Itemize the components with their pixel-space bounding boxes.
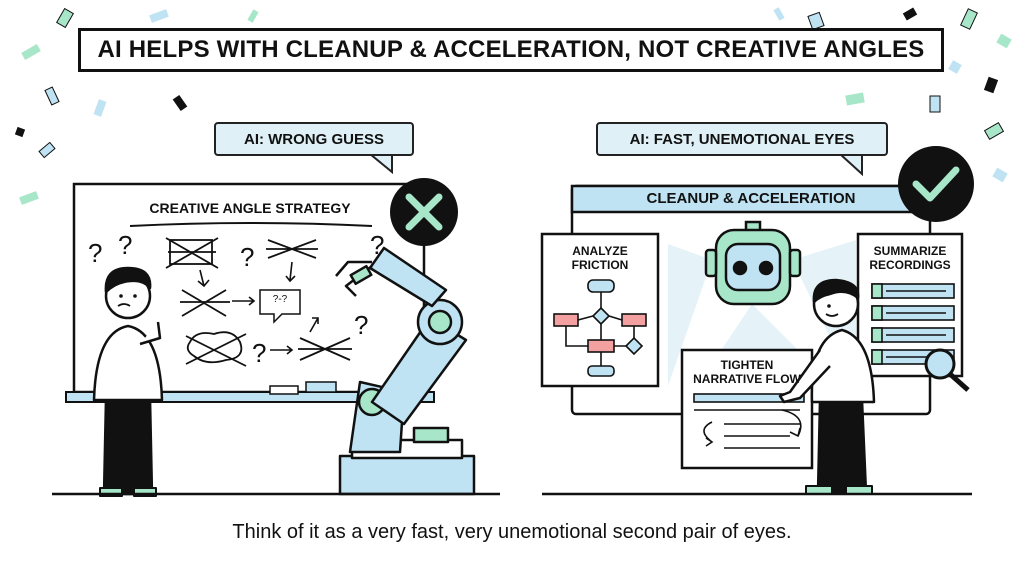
analyze-label: ANALYZE FRICTION [571, 244, 629, 272]
board-arrows [197, 261, 319, 355]
svg-text:?: ? [354, 310, 368, 340]
board-title-underline [129, 222, 373, 227]
window-titlebar [570, 184, 932, 214]
board-title: CREATIVE ANGLE STRATEGY [149, 200, 351, 216]
crossed-notes [165, 237, 352, 367]
note-text: ?-? [272, 294, 288, 305]
tighten-label: TIGHTEN NARRATIVE FLOW [693, 358, 801, 386]
eraser-icon [269, 385, 299, 395]
left-speech-bubble: AI: WRONG GUESS [214, 122, 414, 156]
page-title: AI HELPS WITH CLEANUP & ACCELERATION, NO… [97, 36, 925, 63]
robot-arm [335, 246, 476, 496]
title-banner: AI HELPS WITH CLEANUP & ACCELERATION, NO… [78, 28, 944, 72]
question-marks: ?? ? ? ? ? [88, 230, 384, 368]
robot-head [704, 220, 802, 306]
left-bubble-text: AI: WRONG GUESS [243, 130, 384, 148]
confetti [14, 7, 1012, 205]
window-title: CLEANUP & ACCELERATION [646, 190, 856, 207]
flowchart [553, 279, 647, 377]
pointing-person [778, 278, 876, 495]
summarize-label: SUMMARIZE RECORDINGS [869, 244, 951, 272]
svg-text:?: ? [252, 338, 266, 368]
magnifier-icon [924, 348, 970, 392]
right-bubble-text: AI: FAST, UNEMOTIONAL EYES [629, 130, 855, 148]
left-bubble-tail [367, 153, 393, 175]
light-beam-left [668, 244, 712, 386]
x-icon [390, 178, 458, 246]
right-speech-bubble: AI: FAST, UNEMOTIONAL EYES [596, 122, 888, 156]
narrative-lines [693, 393, 805, 449]
confused-person [92, 266, 164, 497]
svg-text:?: ? [118, 230, 132, 260]
whiteboard-tray [65, 391, 435, 403]
right-bubble-tail [837, 153, 863, 177]
svg-text:?: ? [240, 242, 254, 272]
check-icon [898, 146, 974, 222]
light-beam-down [720, 304, 800, 352]
svg-text:?: ? [88, 238, 102, 268]
marker-icon [305, 381, 337, 393]
speech-note [259, 289, 301, 324]
caption: Think of it as a very fast, very unemoti… [232, 521, 792, 543]
